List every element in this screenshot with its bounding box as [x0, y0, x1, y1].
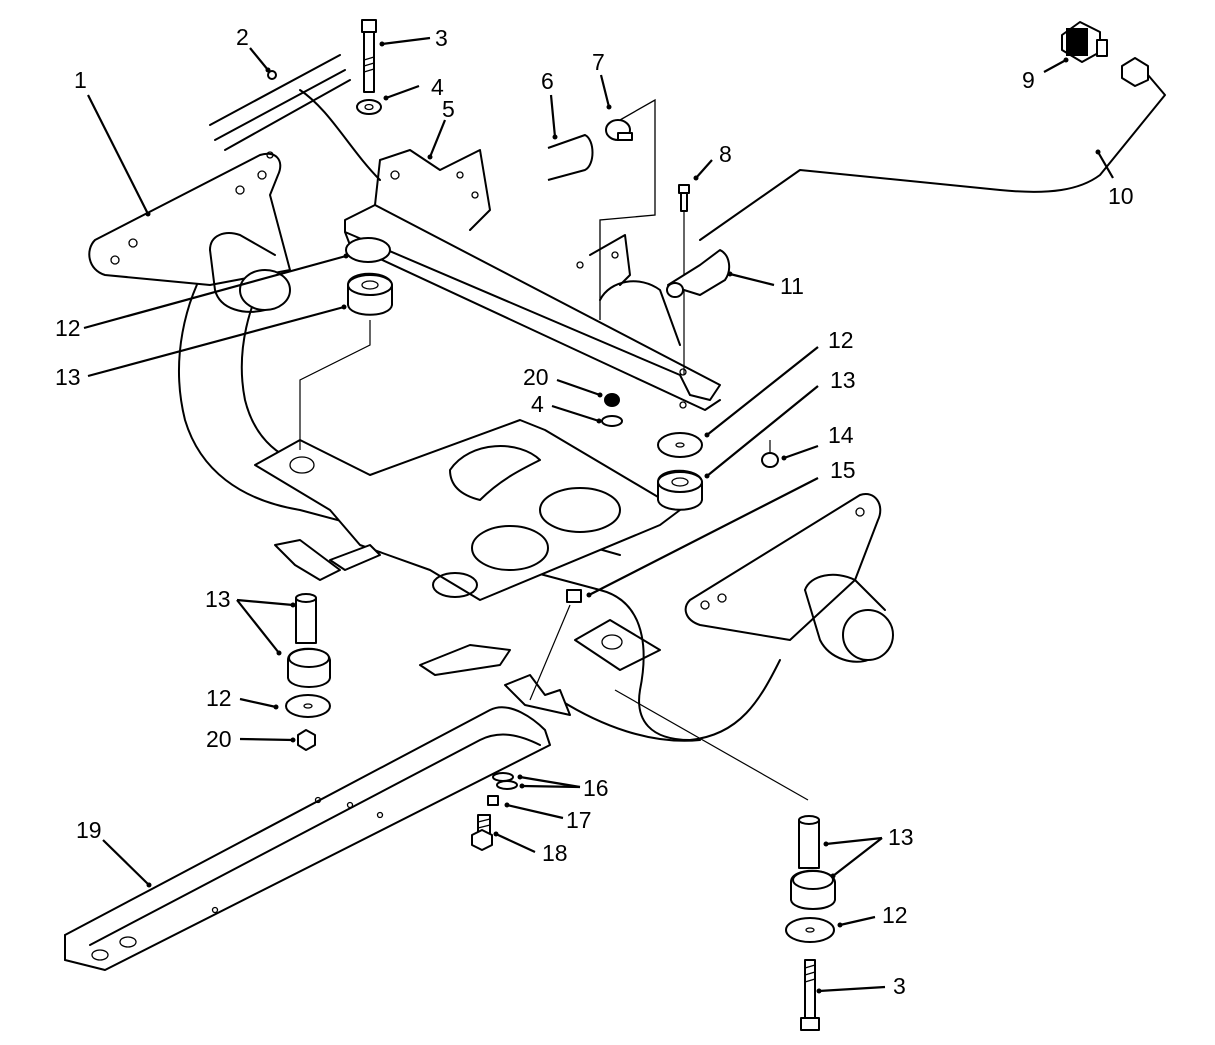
part-12-washer-upper-left	[345, 237, 391, 263]
frame-clips	[274, 539, 571, 716]
part-4-washer-lower	[601, 415, 623, 427]
side-rail	[64, 706, 551, 971]
part-12-washer-lower-left	[285, 694, 331, 718]
callout-20-lower: 20	[206, 726, 232, 752]
part-3-lower-bolt	[800, 959, 820, 1031]
callout-2: 2	[236, 24, 249, 50]
callout-13-lower-left: 13	[205, 586, 231, 612]
callout-10: 10	[1108, 183, 1134, 209]
part-17-spacer	[487, 795, 499, 806]
part-7-clamp	[605, 119, 633, 141]
part-6-hose	[547, 134, 594, 181]
part-20-nut-lower	[297, 729, 316, 751]
callout-18: 18	[542, 840, 568, 866]
callout-11: 11	[780, 273, 804, 299]
engine-mount-bracket	[344, 149, 721, 411]
callout-12-upper-left: 12	[55, 315, 81, 341]
part-18-bolt	[471, 814, 493, 851]
leader-lines	[83, 36, 1114, 994]
part-9-fitting	[1061, 21, 1108, 63]
callout-15: 15	[830, 457, 856, 483]
part-13-isolator-upper-right	[657, 469, 703, 511]
center-plate	[254, 419, 681, 671]
part-13-isolator-upper-left	[347, 272, 393, 316]
part-13-isolator-lower-left	[287, 647, 331, 688]
callout-4-lower: 4	[531, 391, 544, 417]
part-10-fuel-line	[699, 57, 1166, 241]
callout-6: 6	[541, 68, 554, 94]
callout-labels: 1 2 3 4 5 6 7 8 9 10 11 12 13 12 13 20 4…	[55, 24, 1134, 999]
callout-5: 5	[442, 96, 455, 122]
callout-16: 16	[583, 775, 609, 801]
callout-14: 14	[828, 422, 854, 448]
callout-20-upper: 20	[523, 364, 549, 390]
callout-12-lower-left: 12	[206, 685, 232, 711]
part-4-washer	[356, 99, 382, 115]
callout-19: 19	[76, 817, 102, 843]
part-15-nut	[566, 589, 582, 603]
callout-9: 9	[1022, 67, 1035, 93]
part-11-fitting	[666, 249, 731, 298]
callout-8: 8	[719, 141, 732, 167]
part-13-isolator-lower-right	[790, 869, 836, 910]
callout-12-upper-right: 12	[828, 327, 854, 353]
part-12-washer-upper-right	[657, 432, 703, 458]
callout-3-lower: 3	[893, 973, 906, 999]
upper-rail	[209, 54, 381, 181]
callout-7: 7	[592, 49, 605, 75]
part-12-washer-lower-right	[785, 917, 835, 943]
callout-12-lower-right: 12	[882, 902, 908, 928]
callout-3-upper: 3	[435, 25, 448, 51]
part-13-spacer-lower-left	[295, 593, 317, 644]
part-8-bolt	[678, 184, 690, 212]
callout-13-lower-right: 13	[888, 824, 914, 850]
callout-13-upper-right: 13	[830, 367, 856, 393]
callout-1: 1	[74, 67, 87, 93]
right-bracket	[684, 493, 894, 663]
part-14-nut	[761, 452, 779, 468]
callout-4-upper: 4	[431, 74, 444, 100]
part-2-bolt	[267, 70, 277, 80]
part-13-spacer-lower-right	[798, 815, 820, 869]
part-20-nut-upper	[604, 393, 620, 407]
left-bracket	[88, 151, 291, 313]
part-16-washers	[492, 772, 518, 790]
callout-17: 17	[566, 807, 592, 833]
callout-13-upper-left: 13	[55, 364, 81, 390]
part-3-upper-bolt	[361, 19, 377, 93]
